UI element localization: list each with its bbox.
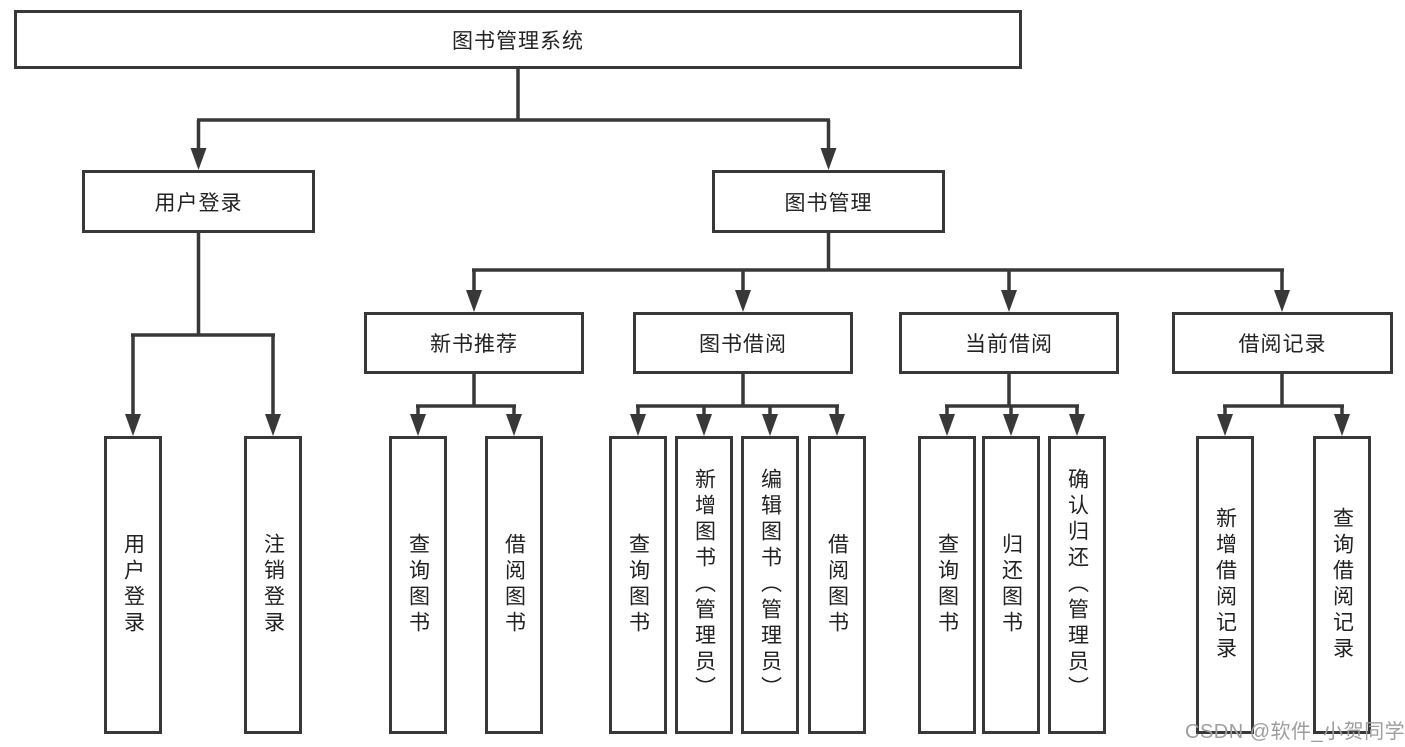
leaf-edit-books-admin: 编辑图书（管理员）: [741, 436, 799, 734]
leaf-query-books-borrow-label: 查询图书: [626, 533, 650, 637]
leaf-query-books-recommend-label: 查询图书: [406, 533, 430, 637]
leaf-user-login-label: 用户登录: [121, 533, 145, 637]
tree-edges: [131, 69, 1344, 418]
leaf-confirm-return-admin-label: 确认归还（管理员）: [1065, 468, 1089, 702]
leaf-query-books-borrow: 查询图书: [609, 436, 667, 734]
leaf-query-borrow-record: 查询借阅记录: [1313, 436, 1371, 734]
node-library-management-system: 图书管理系统: [14, 10, 1022, 69]
leaf-borrow-books: 借阅图书: [808, 436, 866, 734]
leaf-logout-label: 注销登录: [261, 533, 285, 637]
leaf-add-borrow-record-label: 新增借阅记录: [1213, 507, 1237, 663]
node-book-management: 图书管理: [712, 170, 945, 233]
node-new-book-recommendation: 新书推荐: [364, 312, 584, 374]
node-user-login: 用户登录: [82, 170, 315, 233]
node-current-borrowing: 当前借阅: [899, 312, 1119, 374]
arrowheads: [125, 148, 1350, 436]
leaf-query-borrow-record-label: 查询借阅记录: [1330, 507, 1354, 663]
leaf-borrow-books-recommend: 借阅图书: [485, 436, 543, 734]
node-book-borrowing: 图书借阅: [633, 312, 853, 374]
leaf-logout: 注销登录: [244, 436, 302, 734]
leaf-add-books-admin: 新增图书（管理员）: [675, 436, 733, 734]
leaf-add-borrow-record: 新增借阅记录: [1196, 436, 1254, 734]
leaf-edit-books-admin-label: 编辑图书（管理员）: [758, 468, 782, 702]
csdn-watermark: CSDN @软件_小贺同学: [1185, 721, 1405, 743]
leaf-query-books-current-label: 查询图书: [935, 533, 959, 637]
leaf-borrow-books-recommend-label: 借阅图书: [502, 533, 526, 637]
leaf-add-books-admin-label: 新增图书（管理员）: [692, 468, 716, 702]
node-borrowing-records: 借阅记录: [1172, 312, 1393, 374]
leaf-return-books-label: 归还图书: [999, 533, 1023, 637]
leaf-borrow-books-label: 借阅图书: [825, 533, 849, 637]
leaf-confirm-return-admin: 确认归还（管理员）: [1048, 436, 1106, 734]
leaf-user-login: 用户登录: [104, 436, 162, 734]
leaf-return-books: 归还图书: [982, 436, 1040, 734]
leaf-query-books-recommend: 查询图书: [389, 436, 447, 734]
leaf-query-books-current: 查询图书: [918, 436, 976, 734]
